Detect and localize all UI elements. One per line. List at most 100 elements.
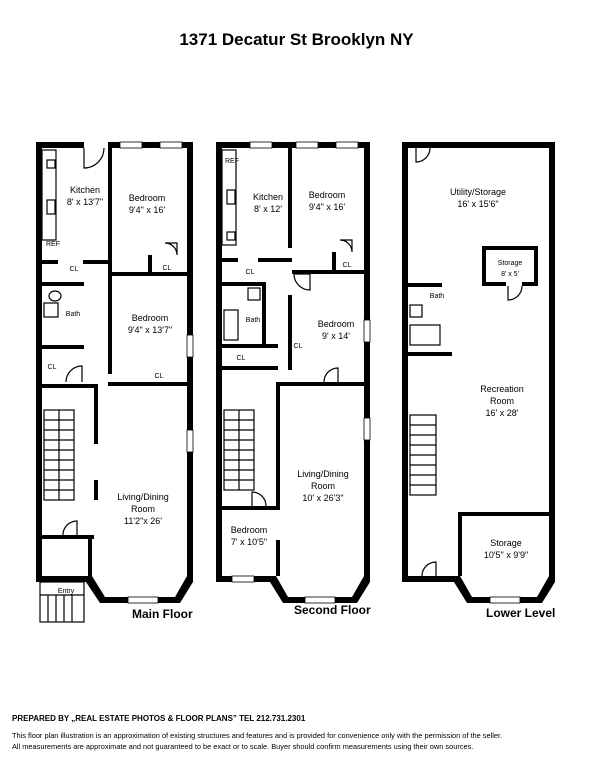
lower-storage-small-dims: 8' x 5' [501, 271, 519, 278]
second-living-label-1: Living/Dining [297, 469, 349, 479]
second-cl-label-4: CL [237, 355, 246, 362]
second-window-top-3 [335, 141, 359, 149]
lower-wall-storage-left [458, 512, 462, 576]
disclaimer-footer: PREPARED BY „REAL ESTATE PHOTOS & FLOOR … [12, 713, 587, 752]
main-wall-entry-top [36, 535, 94, 539]
main-window-top-1 [119, 141, 143, 149]
main-wall-cl-a [148, 255, 152, 276]
main-door-hall [65, 365, 83, 383]
second-bedroom1-label: Bedroom [309, 190, 346, 200]
lower-bay-window-glass [489, 596, 521, 604]
main-bedroom1-label: Bedroom [129, 193, 166, 203]
lower-wall-storage-top [458, 512, 555, 516]
second-wall-bedroom2-bottom [276, 382, 364, 386]
lower-wall-left [402, 142, 408, 582]
lower-level-plan: Utility/Storage 16' x 15'6" Storage 8' x… [402, 142, 555, 620]
main-cl-label-3: CL [48, 364, 57, 371]
main-cl-label-2: CL [163, 265, 172, 272]
main-window-right-1 [186, 334, 194, 358]
second-bedroom3-dims: 7' x 10'5" [231, 537, 267, 547]
lower-bath-tub-icon [409, 324, 441, 346]
second-door-living [323, 367, 339, 383]
lower-bath-sink-icon [409, 304, 423, 318]
second-floor-plan: Kitchen 8' x 12' Bedroom 9'4" x 16' Bedr… [216, 141, 371, 617]
second-bedroom2-label: Bedroom [318, 319, 355, 329]
second-kitchen-counter [221, 149, 237, 246]
lower-wall-top [402, 142, 555, 148]
second-wall-bath-bottom [216, 344, 278, 348]
main-wall-kitchen-bedroom [108, 148, 112, 276]
main-bath-label: Bath [66, 311, 81, 318]
main-wall-kitchen-bottom-b [83, 260, 112, 264]
main-wall-top-right [108, 142, 193, 148]
second-bedroom3-label: Bedroom [231, 525, 268, 535]
second-wall-cl [332, 252, 336, 274]
second-window-right-2 [363, 417, 371, 441]
main-bedroom1-dims: 9'4" x 16' [129, 205, 165, 215]
main-floor-name: Main Floor [132, 607, 193, 621]
second-wall-bath-right [262, 282, 266, 344]
main-window-right-2 [186, 429, 194, 453]
lower-storage-label: Storage [490, 538, 522, 548]
main-living-dims: 11'2"x 26' [124, 516, 162, 526]
main-door-entry [62, 520, 78, 536]
second-cl-label-1: CL [246, 269, 255, 276]
lower-storage-small-bottom-b [522, 282, 538, 286]
second-cl-label-2: CL [343, 262, 352, 269]
lower-door-storage-small [507, 285, 523, 301]
main-living-label-1: Living/Dining [117, 492, 169, 502]
main-bath-sink-icon [43, 302, 59, 318]
second-wall-bedroom3-right [276, 540, 280, 576]
main-wall-bedroom2-left [108, 276, 112, 374]
main-bay-window-glass [127, 596, 159, 604]
second-wall-kitchen-bedroom [288, 148, 292, 248]
main-wall-living-left [94, 384, 98, 444]
second-bay-window-glass [304, 596, 336, 604]
main-bath-toilet-icon [48, 290, 62, 302]
main-bedroom2-dims: 9'4" x 13'7" [128, 325, 172, 335]
main-cl-label-1: CL [70, 266, 79, 273]
second-kitchen-sink-icon [226, 231, 236, 241]
prepared-by-line: PREPARED BY „REAL ESTATE PHOTOS & FLOOR … [12, 714, 306, 723]
main-living-label-2: Room [131, 504, 155, 514]
lower-rec-dims: 16' x 28' [486, 408, 519, 418]
lower-wall-right [549, 142, 555, 582]
second-living-label-2: Room [311, 481, 335, 491]
second-bath-tub-icon [223, 309, 239, 341]
lower-storage-small-label: Storage [498, 260, 523, 267]
main-door-cl [164, 242, 178, 256]
second-wall-living-left [276, 386, 280, 506]
main-wall-living-left-b [94, 480, 98, 500]
main-wall-bath-bottom [36, 345, 84, 349]
lower-utility-label: Utility/Storage [450, 187, 506, 197]
main-kitchen-counter [41, 149, 57, 241]
main-wall-bedroom2-bottom [108, 382, 193, 386]
second-stairs [223, 409, 255, 491]
main-wall-bath-top [36, 282, 84, 286]
second-wall-left [216, 142, 222, 582]
lower-wall-bath-bottom [402, 352, 452, 356]
second-ref-label: REF [225, 158, 239, 165]
second-window-top-1 [249, 141, 273, 149]
lower-storage-small-right [534, 246, 538, 286]
second-wall-kitchen-bottom-a [216, 258, 238, 262]
lower-level-name: Lower Level [486, 606, 555, 620]
lower-storage-small-bottom-a [482, 282, 506, 286]
second-door-bedroom3 [251, 491, 267, 507]
lower-wall-bottom-left [402, 576, 460, 582]
second-wall-bedroom2-left [288, 295, 292, 370]
lower-utility-dims: 16' x 15'6" [457, 199, 498, 209]
main-kitchen-sink-icon [46, 159, 56, 169]
main-cl-label-4: CL [155, 373, 164, 380]
second-door-bedroom2 [293, 273, 311, 291]
main-wall-bottom-left [36, 576, 92, 582]
main-stairs [43, 409, 75, 501]
lower-rec-label-2: Room [490, 396, 514, 406]
second-wall-right [364, 142, 370, 582]
main-entry-steps [39, 581, 85, 623]
main-wall-hall-bottom [36, 384, 94, 388]
main-window-top-2 [159, 141, 183, 149]
disclaimer-line-1: This floor plan illustration is an appro… [12, 731, 503, 740]
main-entry-label: Entry [58, 588, 75, 595]
